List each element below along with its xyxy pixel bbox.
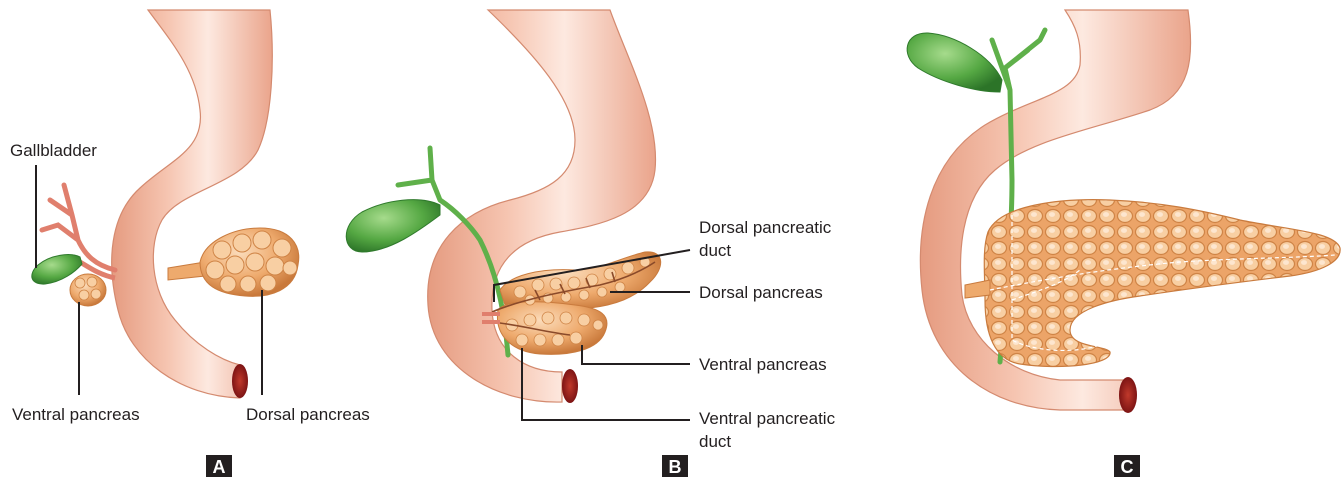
panel-letter-b: B <box>669 457 682 477</box>
label-ventral-pancreas-b: Ventral pancreas <box>699 355 827 374</box>
label-dorsal-pancreas-a: Dorsal pancreas <box>246 405 370 424</box>
pancreas-neck-c <box>965 280 990 298</box>
gallbladder-b <box>346 200 440 252</box>
label-dorsal-pancreas-b: Dorsal pancreas <box>699 283 823 302</box>
duodenum-a <box>112 10 273 398</box>
gut-lumen-a <box>232 364 248 398</box>
panel-a: Gallbladder Ventral pancreas Dorsal panc… <box>10 10 370 477</box>
panel-b: Dorsal pancreatic duct Dorsal pancreas V… <box>346 10 835 477</box>
label-ventral-duct-b-2: duct <box>699 432 731 451</box>
label-dorsal-duct-b-1: Dorsal pancreatic <box>699 218 832 237</box>
dorsal-stalk-a <box>168 262 205 280</box>
gallbladder-c <box>907 33 1002 92</box>
pancreas-c <box>984 200 1340 367</box>
gut-lumen-b <box>562 369 578 403</box>
dorsal-pancreas-bud-a <box>200 228 299 296</box>
label-ventral-duct-b-1: Ventral pancreatic <box>699 409 836 428</box>
ventral-pancreas-bud-a <box>70 274 106 306</box>
panel-letter-c: C <box>1121 457 1134 477</box>
panel-c: C <box>907 10 1340 477</box>
gut-lumen-c <box>1119 377 1137 413</box>
panel-letter-a: A <box>213 457 226 477</box>
label-dorsal-duct-b-2: duct <box>699 241 731 260</box>
leader-ventral-pancreas-b <box>582 345 690 364</box>
label-ventral-pancreas-a: Ventral pancreas <box>12 405 140 424</box>
label-gallbladder-a: Gallbladder <box>10 141 97 160</box>
